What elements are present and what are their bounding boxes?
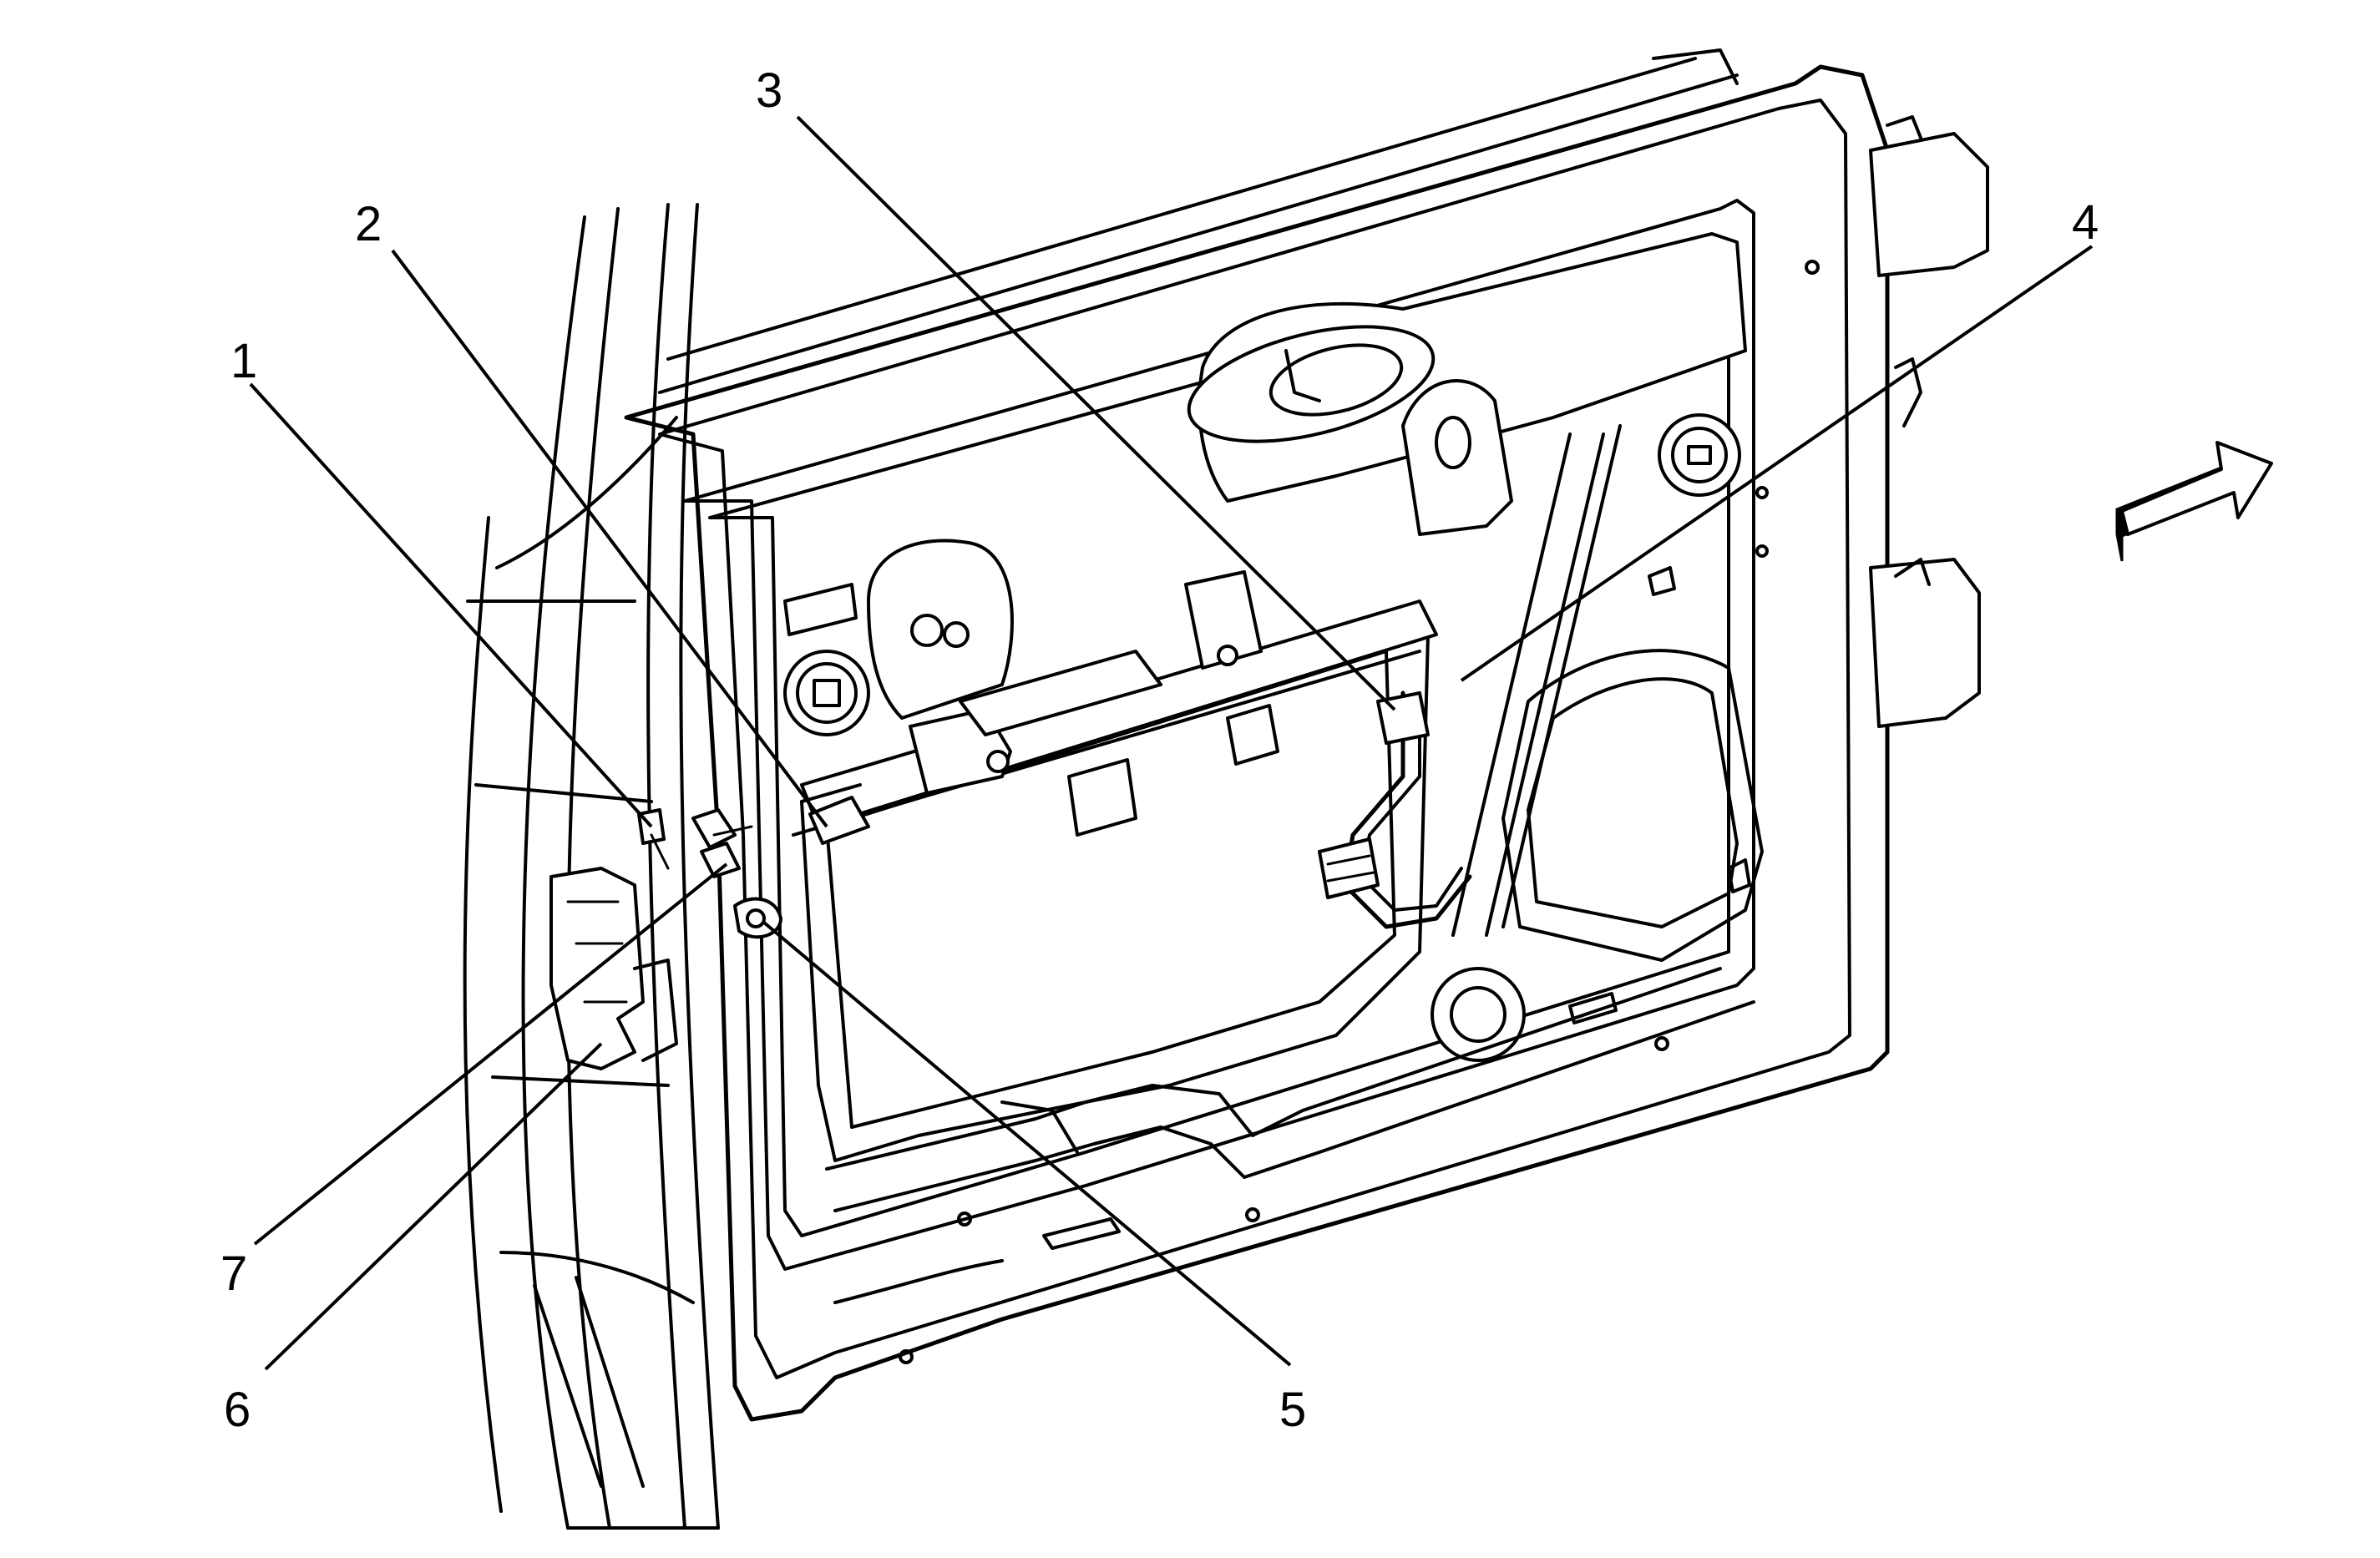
leader-4	[1460, 245, 2094, 682]
leader-7	[253, 862, 728, 1246]
callout-leader-lines	[249, 115, 2094, 1371]
body-pillar	[463, 203, 720, 1530]
door-outer-frame	[624, 48, 1890, 1422]
inside-handle-bracket	[1401, 379, 1513, 536]
callout-6: 6	[224, 1383, 251, 1437]
callout-4: 4	[2072, 195, 2099, 250]
callout-1: 1	[230, 334, 258, 388]
speaker-opening	[1501, 649, 1764, 962]
callout-2: 2	[355, 197, 382, 251]
upper-pocket	[1187, 232, 1747, 503]
leader-1	[249, 382, 653, 828]
view-direction-arrow-icon	[2115, 441, 2273, 562]
leader-2	[391, 249, 828, 828]
leader-3	[796, 115, 1396, 711]
callout-5: 5	[1279, 1383, 1307, 1437]
callout-3: 3	[756, 63, 783, 118]
door-latch-area	[1869, 115, 1989, 728]
leader-6	[264, 1042, 603, 1371]
hinge-connectors	[637, 783, 870, 939]
door-wiring-harness	[1318, 690, 1472, 929]
callout-7: 7	[220, 1247, 248, 1301]
window-regulator	[792, 424, 1622, 937]
mounting-bosses	[783, 413, 1751, 1062]
leader-5	[762, 921, 1292, 1367]
